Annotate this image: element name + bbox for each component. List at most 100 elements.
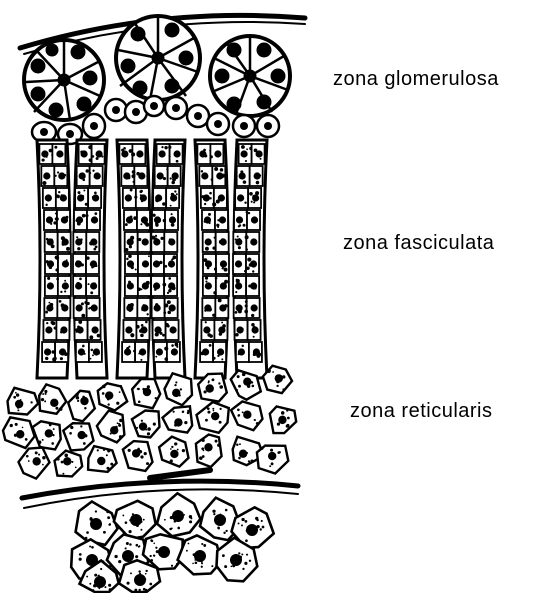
reticularis-cell: [263, 366, 292, 394]
cell-cord: [37, 140, 71, 378]
fasciculata-cell: [45, 276, 71, 296]
fasciculata-cell: [76, 342, 102, 362]
fasciculata-cell: [235, 320, 261, 340]
fasciculata-cell: [233, 232, 259, 252]
fasciculata-cell: [73, 276, 99, 296]
fasciculata-cell: [151, 232, 177, 252]
reticularis-cell: [197, 402, 229, 433]
fasciculata-cell: [125, 232, 151, 252]
fasciculata-cords: [37, 140, 267, 378]
fasciculata-cell: [121, 166, 147, 186]
reticularis-cell: [88, 446, 117, 472]
reticularis-cell: [257, 446, 288, 474]
fasciculata-cell: [201, 188, 227, 208]
fasciculata-cell: [74, 210, 100, 230]
reticularis-network: [3, 366, 296, 479]
reticularis-cell: [33, 421, 61, 449]
fasciculata-cell: [74, 298, 100, 318]
cell-cord: [151, 140, 185, 378]
fasciculata-cell: [75, 188, 101, 208]
reticularis-cell: [19, 448, 50, 479]
fasciculata-cell: [239, 144, 265, 164]
cell-cord: [117, 140, 151, 378]
fasciculata-cell: [123, 188, 149, 208]
fasciculata-cell: [202, 210, 228, 230]
medulla-cells: [71, 493, 274, 592]
reticularis-cell: [132, 379, 160, 408]
medulla-cell: [157, 493, 200, 536]
fasciculata-cell: [125, 276, 151, 296]
label-zona-fasciculata: zona fasciculata: [343, 232, 494, 255]
fasciculata-cell: [73, 254, 99, 274]
label-zona-reticularis: zona reticularis: [350, 400, 493, 423]
fasciculata-cell: [43, 188, 69, 208]
fasciculata-cell: [125, 254, 151, 274]
reticularis-cell: [68, 391, 95, 422]
fasciculata-cell: [42, 342, 68, 362]
fasciculata-cell: [77, 166, 103, 186]
reticularis-cell: [3, 417, 35, 448]
fasciculata-cell: [44, 298, 70, 318]
rosette-middle: [116, 16, 200, 100]
fasciculata-cell: [202, 298, 228, 318]
reticularis-cell: [163, 406, 193, 432]
fasciculata-cell: [233, 276, 259, 296]
cell-cord: [233, 140, 267, 378]
fasciculata-cell: [79, 144, 105, 164]
fasciculata-cell: [123, 320, 149, 340]
fasciculata-cell: [45, 232, 71, 252]
fasciculata-cell: [155, 166, 181, 186]
fasciculata-cell: [73, 232, 99, 252]
cell-cord: [73, 140, 107, 378]
fasciculata-cell: [44, 210, 70, 230]
rosette-right: [210, 36, 290, 116]
fasciculata-cell: [201, 320, 227, 340]
fasciculata-cell: [124, 298, 150, 318]
fasciculata-cell: [200, 342, 226, 362]
fasciculata-cell: [152, 210, 178, 230]
medulla-cell: [76, 502, 118, 545]
fasciculata-cell: [154, 342, 180, 362]
fasciculata-cell: [151, 254, 177, 274]
fasciculata-cell: [237, 166, 263, 186]
fasciculata-cell: [153, 320, 179, 340]
fasciculata-cell: [124, 210, 150, 230]
reticularis-cell: [39, 384, 66, 413]
fasciculata-cell: [235, 188, 261, 208]
fasciculata-cell: [41, 166, 67, 186]
reticularis-cell: [98, 383, 127, 410]
fasciculata-cell: [234, 298, 260, 318]
label-zona-glomerulosa: zona glomerulosa: [333, 68, 499, 91]
reticularis-cell: [55, 451, 83, 477]
fasciculata-cell: [151, 276, 177, 296]
fasciculata-cell: [236, 342, 262, 362]
reticularis-cell: [97, 411, 125, 443]
fasciculata-cell: [203, 254, 229, 274]
fasciculata-cell: [199, 166, 225, 186]
fasciculata-cell: [203, 276, 229, 296]
reticularis-cell: [63, 423, 93, 450]
reticularis-cell: [270, 406, 296, 433]
reticularis-cell: [159, 437, 188, 467]
fasciculata-cell: [203, 232, 229, 252]
reticularis-cell: [8, 388, 39, 415]
medulla-cell: [178, 535, 222, 574]
fasciculata-cell: [153, 188, 179, 208]
fasciculata-cell: [122, 342, 148, 362]
fasciculata-cell: [43, 320, 69, 340]
fasciculata-cell: [197, 144, 223, 164]
reticularis-cell: [196, 435, 222, 468]
fasciculata-cell: [233, 254, 259, 274]
fasciculata-cell: [234, 210, 260, 230]
rosette-left: [24, 40, 104, 120]
fasciculata-cell: [45, 254, 71, 274]
reticularis-cell: [132, 411, 160, 438]
fasciculata-cell: [157, 144, 183, 164]
fasciculata-cell: [119, 144, 145, 164]
fasciculata-cell: [75, 320, 101, 340]
reticularis-cell: [123, 441, 153, 471]
fasciculata-cell: [152, 298, 178, 318]
cell-cord: [195, 140, 229, 378]
reticularis-cell: [231, 402, 262, 431]
